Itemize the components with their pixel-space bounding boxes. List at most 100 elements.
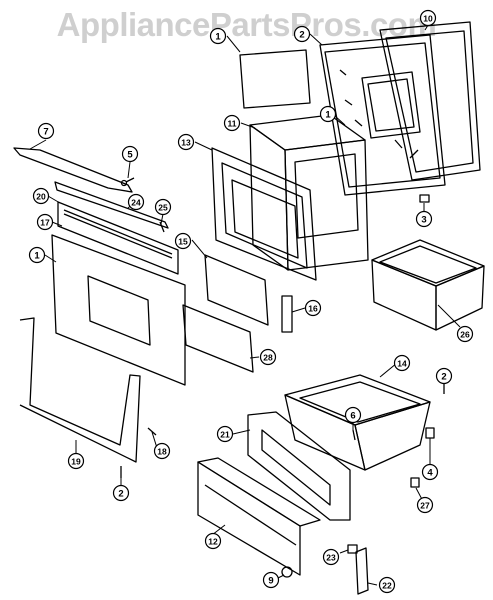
callout-c24: 24 <box>127 193 145 211</box>
callout-label: 10 <box>423 13 433 23</box>
callout-circle <box>154 198 172 216</box>
callout-c3: 3 <box>415 210 433 228</box>
callout-label: 18 <box>157 446 167 456</box>
callout-circle <box>419 9 437 27</box>
callout-c1b: 1 <box>319 105 337 123</box>
callout-c12: 12 <box>204 532 222 550</box>
callout-circle <box>153 442 171 460</box>
part-gasket-strip <box>54 181 169 229</box>
part-inner-door-panel <box>319 34 446 196</box>
callout-label: 24 <box>131 197 141 207</box>
part-storage-drawer <box>371 239 485 331</box>
callout-label: 22 <box>382 580 392 590</box>
part-hinge <box>281 295 293 333</box>
callout-c10: 10 <box>419 9 437 27</box>
callout-c9: 9 <box>262 571 280 589</box>
callout-circle <box>393 354 411 372</box>
callout-circle <box>378 576 396 594</box>
callout-c1c: 1 <box>28 246 46 264</box>
callout-circle <box>112 484 130 502</box>
callout-circle <box>435 367 453 385</box>
callout-label: 1 <box>325 109 331 120</box>
part-glass-middle <box>204 254 269 326</box>
callout-c21: 21 <box>216 425 234 443</box>
callout-circle <box>177 133 195 151</box>
callout-c27: 27 <box>416 496 434 514</box>
callout-label: 27 <box>420 500 430 510</box>
callout-c14: 14 <box>393 354 411 372</box>
part-22 <box>355 547 369 595</box>
part-9 <box>281 566 293 578</box>
callout-label: 16 <box>308 303 318 313</box>
callout-c4: 4 <box>421 463 439 481</box>
callout-label: 26 <box>460 329 470 339</box>
part-23 <box>347 544 358 554</box>
callout-circle <box>36 213 54 231</box>
callout-label: 12 <box>208 536 218 546</box>
callout-circle <box>319 105 337 123</box>
part-27 <box>410 477 420 488</box>
callout-c20: 20 <box>32 187 50 205</box>
callout-label: 15 <box>178 236 188 246</box>
callout-circle <box>174 232 192 250</box>
callout-circle <box>262 571 280 589</box>
callout-circle <box>127 193 145 211</box>
callout-c1a: 1 <box>209 27 227 45</box>
callout-circle <box>415 210 433 228</box>
callout-label: 14 <box>397 358 407 368</box>
callout-c22: 22 <box>378 576 396 594</box>
part-door-frame-19 <box>19 317 141 463</box>
callout-c2b: 2 <box>435 367 453 385</box>
part-clip-3 <box>419 194 430 203</box>
part-outer-door-panel <box>51 234 186 386</box>
callout-circle <box>209 27 227 45</box>
part-4 <box>425 427 435 439</box>
callout-c2a: 2 <box>293 25 311 43</box>
part-glass-lower <box>182 304 254 373</box>
part-vent-panel <box>57 201 179 275</box>
callout-label: 17 <box>40 217 50 227</box>
callout-circle <box>456 325 474 343</box>
callout-label: 13 <box>181 137 191 147</box>
callout-circle <box>32 187 50 205</box>
callout-label: 6 <box>350 410 355 421</box>
callout-circle <box>293 25 311 43</box>
callout-label: 7 <box>43 126 48 137</box>
callout-circle <box>37 122 55 140</box>
callout-c7: 7 <box>37 122 55 140</box>
callout-label: 2 <box>118 488 123 499</box>
callout-label: 2 <box>299 29 304 40</box>
callout-c13: 13 <box>177 133 195 151</box>
callout-circle <box>304 299 322 317</box>
callout-label: 19 <box>71 456 81 466</box>
part-inner-door-frame <box>211 147 317 281</box>
callout-label: 5 <box>127 149 133 160</box>
callout-c28: 28 <box>259 348 277 366</box>
part-glass-upper <box>239 49 311 109</box>
part-vent-trim <box>13 147 133 193</box>
callout-label: 25 <box>158 202 168 212</box>
callout-circle <box>344 406 362 424</box>
callout-label: 21 <box>220 429 230 439</box>
callout-circle <box>216 425 234 443</box>
callout-c19: 19 <box>67 452 85 470</box>
callout-c25: 25 <box>154 198 172 216</box>
callout-c18: 18 <box>153 442 171 460</box>
callout-label: 1 <box>34 250 40 261</box>
callout-c2c: 2 <box>112 484 130 502</box>
callout-label: 3 <box>421 214 426 225</box>
part-screw-18 <box>147 427 157 436</box>
watermark: AppliancePartsPros.com <box>56 6 437 43</box>
callout-label: 23 <box>326 552 336 562</box>
callout-label: 4 <box>427 467 433 478</box>
part-drawer-front <box>197 457 321 576</box>
callout-label: 9 <box>268 575 273 586</box>
part-broiler-drawer <box>284 374 431 471</box>
callout-c23: 23 <box>322 548 340 566</box>
callout-circle <box>28 246 46 264</box>
callout-c15a: 15 <box>174 232 192 250</box>
part-screw-6 <box>352 429 356 441</box>
callout-c26: 26 <box>456 325 474 343</box>
